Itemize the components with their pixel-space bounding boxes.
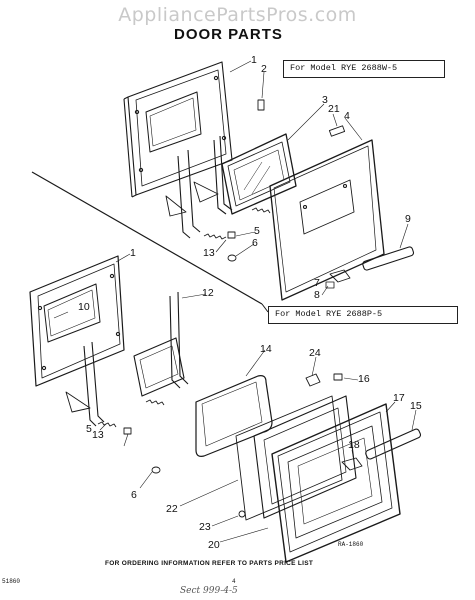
screw-23 bbox=[238, 510, 246, 518]
callout-20: 20 bbox=[208, 539, 220, 551]
callout-4: 4 bbox=[344, 110, 350, 122]
callout-5-lower: 5 bbox=[86, 423, 92, 435]
callout-23: 23 bbox=[199, 521, 211, 533]
clip-13-lower bbox=[123, 427, 132, 435]
door-handle-lower bbox=[341, 428, 422, 471]
handwritten-note: Sect 999-4-5 bbox=[180, 586, 238, 596]
model-label-upper: For Model RYE 2688W-5 bbox=[283, 60, 445, 78]
callout-14: 14 bbox=[260, 343, 272, 355]
callout-18: 18 bbox=[348, 439, 360, 451]
callout-16: 16 bbox=[358, 373, 370, 385]
screw-6-lower bbox=[151, 466, 161, 474]
callout-13-lower: 13 bbox=[92, 429, 104, 441]
callout-17: 17 bbox=[393, 392, 405, 404]
ordering-note: FOR ORDERING INFORMATION REFER TO PARTS … bbox=[105, 560, 314, 567]
callout-13-upper: 13 bbox=[203, 247, 215, 259]
callout-24: 24 bbox=[309, 347, 321, 359]
callout-3: 3 bbox=[322, 94, 328, 106]
callout-10: 10 bbox=[78, 301, 90, 313]
bracket-21 bbox=[328, 125, 346, 137]
bracket-24 bbox=[305, 373, 321, 387]
leader-lines bbox=[53, 60, 417, 543]
callout-1-lower: 1 bbox=[130, 247, 136, 259]
callout-5-upper: 5 bbox=[254, 225, 260, 237]
door-gasket bbox=[195, 375, 273, 457]
door-liner-lower bbox=[253, 395, 357, 519]
outer-door-upper bbox=[269, 139, 385, 301]
callout-8: 8 bbox=[314, 289, 320, 301]
screw-6-upper bbox=[227, 254, 237, 262]
callout-21: 21 bbox=[328, 103, 340, 115]
hinge-arms-lower bbox=[65, 291, 189, 427]
callout-7: 7 bbox=[314, 277, 320, 289]
outer-door-lower bbox=[271, 403, 401, 563]
hinge-springs-upper bbox=[203, 207, 271, 240]
section-divider-tail bbox=[261, 303, 269, 313]
hinge-arms-upper bbox=[165, 135, 233, 239]
callout-2: 2 bbox=[261, 63, 267, 75]
document-code: 51860 bbox=[2, 578, 21, 585]
window-glass-upper bbox=[221, 133, 297, 215]
callout-22: 22 bbox=[166, 503, 178, 515]
callout-1-upper: 1 bbox=[251, 54, 257, 66]
clip-2 bbox=[257, 99, 265, 111]
door-handle-upper bbox=[325, 246, 415, 289]
inner-door-panel-lower bbox=[29, 255, 125, 387]
hinge-springs-lower bbox=[97, 399, 165, 428]
callout-15: 15 bbox=[410, 400, 422, 412]
window-glass-lower bbox=[133, 337, 185, 397]
page-title: DOOR PARTS bbox=[174, 26, 283, 43]
insulation-22 bbox=[235, 395, 343, 521]
model-label-lower: For Model RYE 2688P-5 bbox=[268, 306, 458, 324]
page-number: 4 bbox=[232, 578, 236, 585]
callout-6-upper: 6 bbox=[252, 237, 258, 249]
callout-6-lower: 6 bbox=[131, 489, 137, 501]
clip-5-upper bbox=[227, 231, 236, 239]
clip-16 bbox=[333, 373, 343, 381]
callout-9: 9 bbox=[405, 213, 411, 225]
figure-code: RA-1860 bbox=[338, 541, 364, 548]
section-divider bbox=[31, 171, 263, 305]
callout-12: 12 bbox=[202, 287, 214, 299]
